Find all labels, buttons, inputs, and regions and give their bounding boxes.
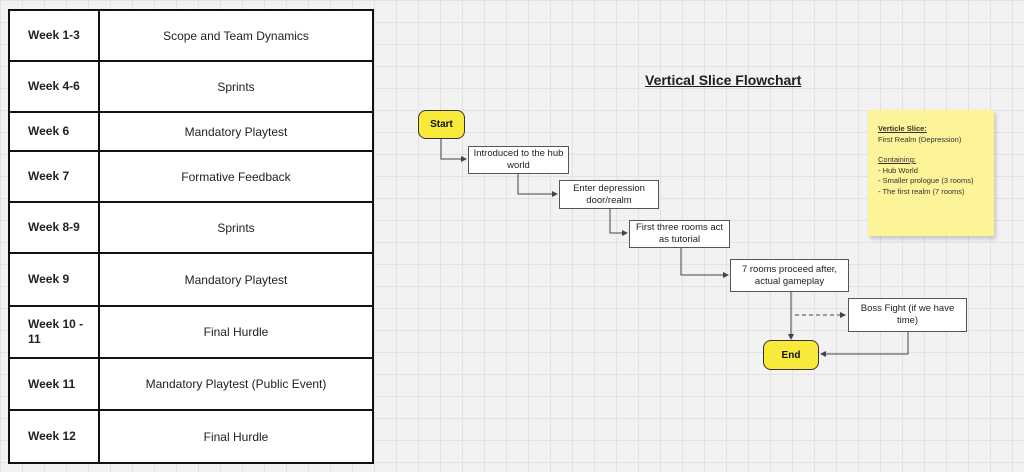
table-row: Week 9 Mandatory Playtest [10, 254, 372, 307]
flowchart-title: Vertical Slice Flowchart [645, 72, 802, 88]
sticky-heading: Verticle Slice: [878, 124, 927, 133]
table-row: Week 1-3 Scope and Team Dynamics [10, 11, 372, 62]
sticky-list-item: - Hub World [878, 165, 918, 175]
step-boss-fight: Boss Fight (if we have time) [848, 298, 967, 332]
week-cell: Week 9 [10, 254, 100, 305]
connector-start-to-hub [440, 139, 467, 162]
step-tutorial-rooms: First three rooms act as tutorial [629, 220, 730, 248]
step-gameplay-rooms: 7 rooms proceed after, actual gameplay [730, 259, 849, 292]
table-row: Week 11 Mandatory Playtest (Public Event… [10, 359, 372, 411]
activity-cell: Mandatory Playtest (Public Event) [145, 377, 327, 391]
week-cell: Week 12 [10, 411, 100, 462]
table-row: Week 4-6 Sprints [10, 62, 372, 113]
schedule-table: Week 1-3 Scope and Team Dynamics Week 4-… [8, 9, 374, 464]
week-cell: Week 8-9 [10, 203, 100, 252]
week-cell: Week 6 [10, 113, 100, 150]
connector-boss-to-end [820, 332, 909, 357]
activity-cell: Mandatory Playtest [184, 124, 288, 139]
table-row: Week 8-9 Sprints [10, 203, 372, 254]
connector-hub-to-door [517, 174, 558, 197]
activity-cell: Scope and Team Dynamics [163, 28, 309, 43]
start-node: Start [418, 110, 465, 139]
connector-door-to-tutorial [609, 209, 628, 236]
activity-cell: Final Hurdle [203, 325, 269, 339]
week-cell: Week 11 [10, 359, 100, 409]
activity-cell: Final Hurdle [203, 429, 269, 444]
sticky-list-item: - Smaller prologue (3 rooms) [878, 176, 974, 185]
table-row: Week 10 - 11 Final Hurdle [10, 307, 372, 359]
week-cell: Week 4-6 [10, 62, 100, 111]
activity-cell: Sprints [217, 79, 255, 94]
step-hub-world: Introduced to the hub world [468, 146, 569, 174]
table-row: Week 7 Formative Feedback [10, 152, 372, 203]
table-row: Week 12 Final Hurdle [10, 411, 372, 462]
week-cell: Week 10 - 11 [10, 307, 100, 357]
week-cell: Week 1-3 [10, 11, 100, 60]
sticky-list-item: - The first realm (7 rooms) [878, 186, 965, 196]
week-cell: Week 7 [10, 152, 100, 201]
activity-cell: Formative Feedback [181, 169, 291, 184]
sticky-containing-label: Containing: [878, 155, 916, 164]
sticky-subheading: First Realm (Depression) [878, 134, 962, 144]
step-enter-realm: Enter depression door/realm [559, 180, 659, 209]
end-node: End [763, 340, 819, 370]
connector-tutorial-to-gameplay [680, 248, 729, 278]
activity-cell: Sprints [217, 220, 255, 235]
sticky-note: Verticle Slice: First Realm (Depression)… [868, 110, 994, 236]
table-row: Week 6 Mandatory Playtest [10, 113, 372, 152]
activity-cell: Mandatory Playtest [184, 272, 288, 287]
